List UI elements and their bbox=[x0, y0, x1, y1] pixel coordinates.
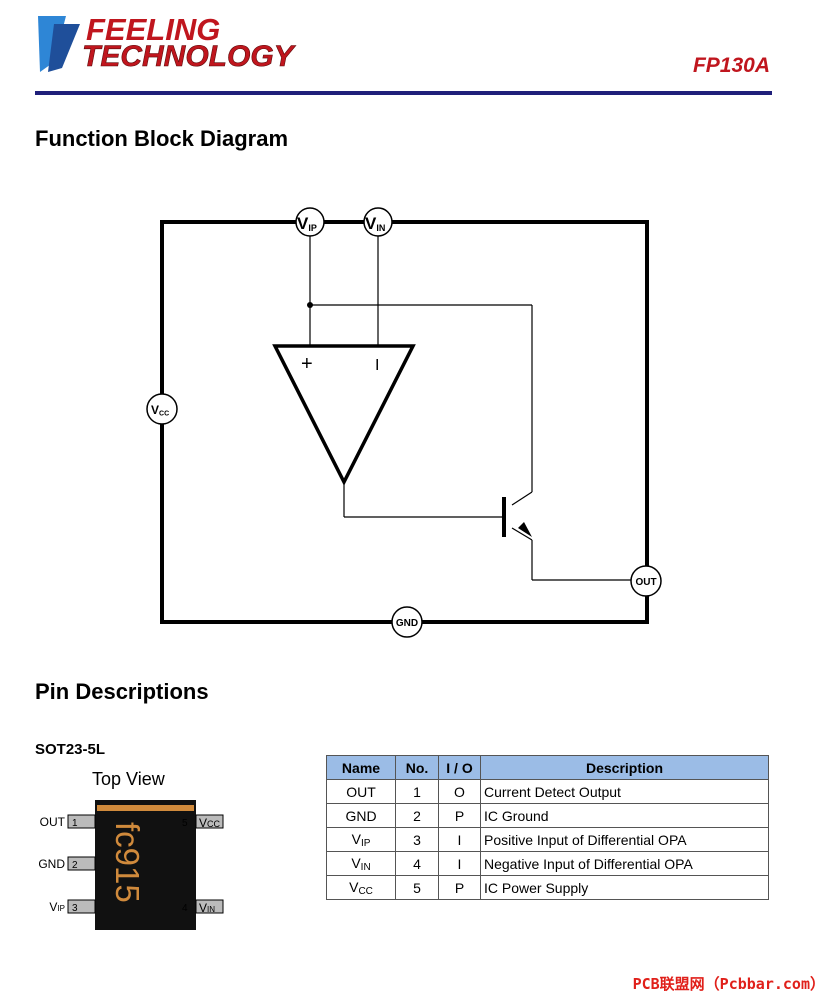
pkg-pin5-label: VCC bbox=[199, 816, 221, 830]
header-rule bbox=[35, 91, 772, 95]
pin-vcc-sub: CC bbox=[159, 411, 169, 418]
pin-io: P bbox=[438, 803, 481, 828]
logo-line2: TECHNOLOGY bbox=[82, 40, 297, 73]
pin-description: IC Ground bbox=[480, 803, 769, 828]
opamp-plus-sign: + bbox=[301, 353, 313, 375]
chip-body bbox=[95, 800, 196, 930]
pin-number: 3 bbox=[395, 827, 439, 852]
chip-marking: fc915 bbox=[109, 822, 146, 903]
table-header-row: Name No. I / O Description bbox=[326, 755, 769, 780]
pin-out-label: OUT bbox=[635, 577, 656, 588]
pin-vin-node: VIN bbox=[363, 207, 393, 237]
pin-vin-main: V bbox=[365, 214, 377, 233]
svg-text:VCC: VCC bbox=[151, 403, 169, 418]
function-block-diagram-title: Function Block Diagram bbox=[35, 126, 289, 151]
pin-io: I bbox=[438, 827, 481, 852]
ic-boundary bbox=[160, 220, 649, 624]
package-name: SOT23-5L bbox=[35, 741, 106, 758]
pin-number: 1 bbox=[395, 779, 439, 804]
part-number: FP130A bbox=[692, 54, 770, 77]
pin1-stripe bbox=[97, 805, 194, 811]
pin-description: Current Detect Output bbox=[480, 779, 769, 804]
pkg-pin3-label: VIP bbox=[49, 900, 65, 914]
pin-out-node: OUT bbox=[630, 565, 662, 597]
col-description-header: Description bbox=[480, 755, 769, 780]
pkg-pin3-num: 3 bbox=[72, 903, 78, 914]
col-no-header: No. bbox=[395, 755, 439, 780]
pin-name: VIN bbox=[326, 851, 396, 876]
pkg-pin4-num: 4 bbox=[182, 903, 188, 914]
col-name-header: Name bbox=[326, 755, 396, 780]
table-row: VIN 4 I Negative Input of Differential O… bbox=[326, 851, 769, 876]
pkg-pin5-num: 5 bbox=[182, 818, 188, 829]
pin-description: IC Power Supply bbox=[480, 875, 769, 900]
pkg-pin2-label: GND bbox=[38, 857, 65, 871]
pin-name: VCC bbox=[326, 875, 396, 900]
pkg-pin2-num: 2 bbox=[72, 860, 78, 871]
function-block-diagram: + I VIP VIN VCC OUT GND bbox=[146, 207, 662, 638]
op-amp bbox=[272, 344, 416, 486]
watermark: PCB联盟网（Pcbbar.com） bbox=[632, 975, 825, 993]
pkg-pin1-num: 1 bbox=[72, 818, 78, 829]
sot23-package-drawing: fc915 1 OUT 2 GND 3 VIP 5 VCC 4 VIN bbox=[38, 800, 224, 930]
pin-descriptions-title: Pin Descriptions bbox=[35, 679, 209, 704]
pin-description: Positive Input of Differential OPA bbox=[480, 827, 769, 852]
pin-vcc-main: V bbox=[151, 403, 159, 417]
pin-name: GND bbox=[326, 803, 396, 828]
top-view-label: Top View bbox=[92, 769, 165, 789]
pin-gnd-label: GND bbox=[396, 618, 418, 629]
pin-number: 5 bbox=[395, 875, 439, 900]
svg-text:VIN: VIN bbox=[365, 214, 385, 233]
table-row: GND 2 P IC Ground bbox=[326, 803, 769, 828]
pin-vin-sub: IN bbox=[376, 223, 385, 233]
table-row: OUT 1 O Current Detect Output bbox=[326, 779, 769, 804]
pin-name: VIP bbox=[326, 827, 396, 852]
table-row: VIP 3 I Positive Input of Differential O… bbox=[326, 827, 769, 852]
pkg-pin1-label: OUT bbox=[40, 815, 66, 829]
pin-io: I bbox=[438, 851, 481, 876]
pin-description: Negative Input of Differential OPA bbox=[480, 851, 769, 876]
pin-vcc-node: VCC bbox=[146, 393, 178, 425]
pkg-pin4-label: VIN bbox=[199, 901, 215, 915]
pin-number: 4 bbox=[395, 851, 439, 876]
emitter-arrow-icon bbox=[518, 522, 532, 537]
table-row: VCC 5 P IC Power Supply bbox=[326, 875, 769, 900]
pin-vip-sub: IP bbox=[308, 223, 317, 233]
feeling-technology-logo: FEELING TECHNOLOGY bbox=[38, 12, 297, 73]
junction-dot bbox=[307, 302, 313, 308]
opamp-minus-sign: I bbox=[375, 357, 379, 374]
pin-vip-main: V bbox=[297, 214, 309, 233]
pin-gnd-node: GND bbox=[391, 606, 423, 638]
pin-description-table: Name No. I / O Description OUT 1 O Curre… bbox=[326, 755, 769, 900]
pin-io: O bbox=[438, 779, 481, 804]
pin-io: P bbox=[438, 875, 481, 900]
svg-text:VIP: VIP bbox=[297, 214, 317, 233]
pin-vip-node: VIP bbox=[295, 207, 325, 237]
pin-number: 2 bbox=[395, 803, 439, 828]
pin-name: OUT bbox=[326, 779, 396, 804]
logo-line1: FEELING bbox=[86, 12, 220, 47]
col-io-header: I / O bbox=[438, 755, 481, 780]
logo-mark-navy bbox=[48, 24, 80, 72]
